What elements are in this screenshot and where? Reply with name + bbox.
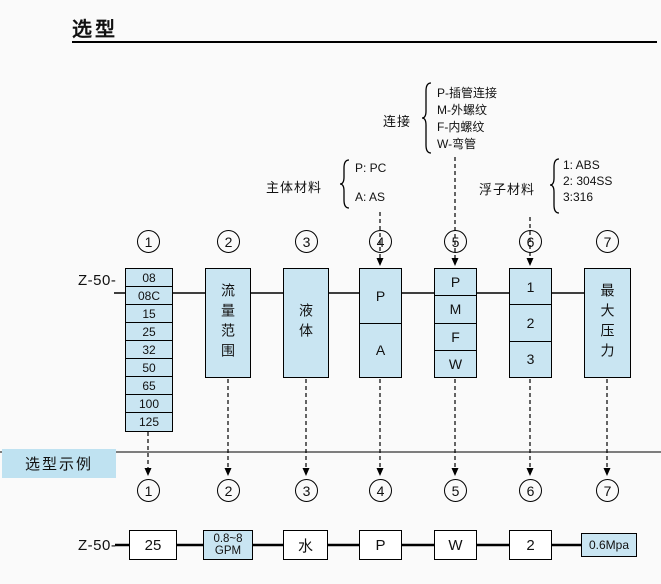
example-float-material-box: 2 [509, 530, 552, 560]
float-material-annotation-label: 浮子材料 [479, 182, 536, 197]
step-number-7: 7 [596, 230, 619, 253]
float-material-option: 2 [510, 305, 551, 342]
float-material-options-box: 1 2 3 [509, 268, 552, 378]
example-step-number-7: 7 [596, 479, 619, 502]
max-pressure-box: 最大压力 [584, 268, 631, 378]
example-body-material-value: P [375, 536, 386, 554]
column-arrowheads [144, 468, 611, 476]
example-flow-range-unit: GPM [214, 545, 242, 557]
step-number-3: 3 [295, 230, 318, 253]
flow-range-label: 流量范围 [220, 283, 236, 363]
float-material-annotation-item: 3:316 [563, 190, 594, 204]
size-option: 15 [126, 305, 172, 323]
size-option: 50 [126, 359, 172, 377]
size-option: 32 [126, 341, 172, 359]
step-number-6: 6 [519, 230, 542, 253]
connection-option: F [435, 324, 476, 351]
connection-brace [421, 82, 432, 154]
example-max-pressure-box: 0.6Mpa [581, 533, 637, 557]
max-pressure-label: 最大压力 [599, 283, 616, 363]
example-step-number-5: 5 [444, 479, 467, 502]
body-material-options-box: P A [359, 268, 402, 378]
connection-annotation-label: 连接 [383, 114, 412, 129]
example-liquid-value: 水 [297, 537, 313, 555]
example-size-value: 25 [144, 536, 162, 554]
example-connection-value: W [448, 536, 463, 554]
step-number-5: 5 [444, 230, 467, 253]
connection-option: W [448, 355, 463, 372]
connection-option: P [435, 269, 476, 297]
example-connection-box: W [434, 530, 477, 560]
example-body-material-box: P [359, 530, 402, 560]
liquid-box: 液体 [283, 268, 329, 378]
example-size-box: 25 [129, 530, 177, 560]
float-material-option: 1 [510, 269, 551, 306]
size-option: 125 [138, 415, 160, 429]
column-dashed-connectors [147, 379, 608, 468]
example-step-number-6: 6 [519, 479, 542, 502]
connection-annotation-item: P-插管连接 [437, 86, 498, 100]
size-options-box: 08 08C 15 25 32 50 65 100 125 [125, 268, 173, 432]
connection-options-box: P M F W [434, 268, 477, 378]
float-material-annotation-item: 2: 304SS [563, 174, 613, 188]
body-material-annotation-item: P: PC [355, 161, 387, 175]
size-option: 08 [126, 269, 172, 287]
example-flow-range-value: 0.8~8 [213, 532, 243, 545]
connection-annotation-item: F-内螺纹 [437, 120, 485, 134]
title-underline [72, 41, 657, 43]
example-liquid-box: 水 [283, 530, 328, 560]
body-material-annotation-label: 主体材料 [266, 180, 323, 195]
step-number-2: 2 [217, 230, 240, 253]
float-material-annotation-item: 1: ABS [563, 158, 600, 172]
example-max-pressure-value: 0.6Mpa [588, 538, 630, 552]
example-step-number-3: 3 [295, 479, 318, 502]
body-material-annotation-item: A: AS [355, 190, 386, 204]
example-step-number-1: 1 [137, 479, 160, 502]
connection-annotation-item: W-弯管 [437, 137, 477, 151]
example-model-prefix: Z-50- [78, 537, 117, 554]
liquid-label: 液体 [298, 303, 314, 343]
flow-range-box: 流量范围 [205, 268, 251, 378]
connection-option: M [435, 296, 476, 324]
step-number-1: 1 [137, 230, 160, 253]
page-title: 选型 [72, 19, 118, 41]
example-step-number-2: 2 [217, 479, 240, 502]
float-material-brace [549, 158, 560, 214]
example-float-material-value: 2 [526, 536, 535, 554]
example-flow-range-box: 0.8~8 GPM [203, 530, 253, 560]
body-material-brace [339, 159, 350, 209]
size-option: 08C [126, 287, 172, 305]
annotation-arrowheads [376, 258, 534, 266]
size-option: 25 [126, 323, 172, 341]
example-step-number-4: 4 [369, 479, 392, 502]
body-material-option: A [375, 342, 386, 359]
size-option: 100 [126, 395, 172, 413]
connection-annotation-item: M-外螺纹 [437, 103, 487, 117]
body-material-option: P [360, 269, 401, 324]
model-prefix: Z-50- [78, 272, 117, 289]
example-section-label: 选型示例 [2, 449, 116, 478]
step-number-4: 4 [369, 230, 392, 253]
size-option: 65 [126, 377, 172, 395]
float-material-option: 3 [526, 351, 535, 368]
